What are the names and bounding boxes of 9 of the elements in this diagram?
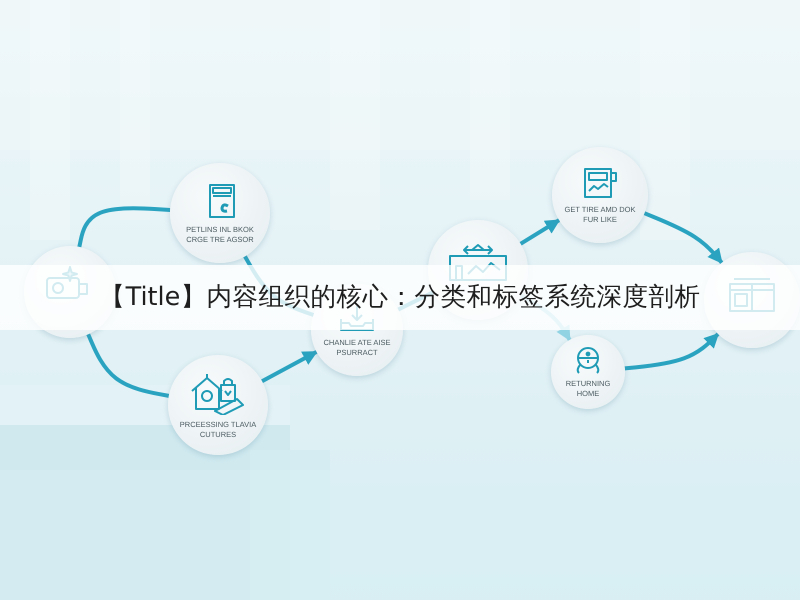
connector-line (86, 333, 170, 398)
arrow (520, 218, 560, 246)
arrow (644, 211, 724, 264)
step-circle (552, 147, 648, 243)
arrow (261, 350, 318, 384)
title: 【Title】内容组织的核心：分类和标签系统深度剖析 (100, 282, 700, 313)
step-circle (551, 335, 625, 409)
connector-line (77, 206, 170, 248)
arrow (624, 332, 720, 370)
